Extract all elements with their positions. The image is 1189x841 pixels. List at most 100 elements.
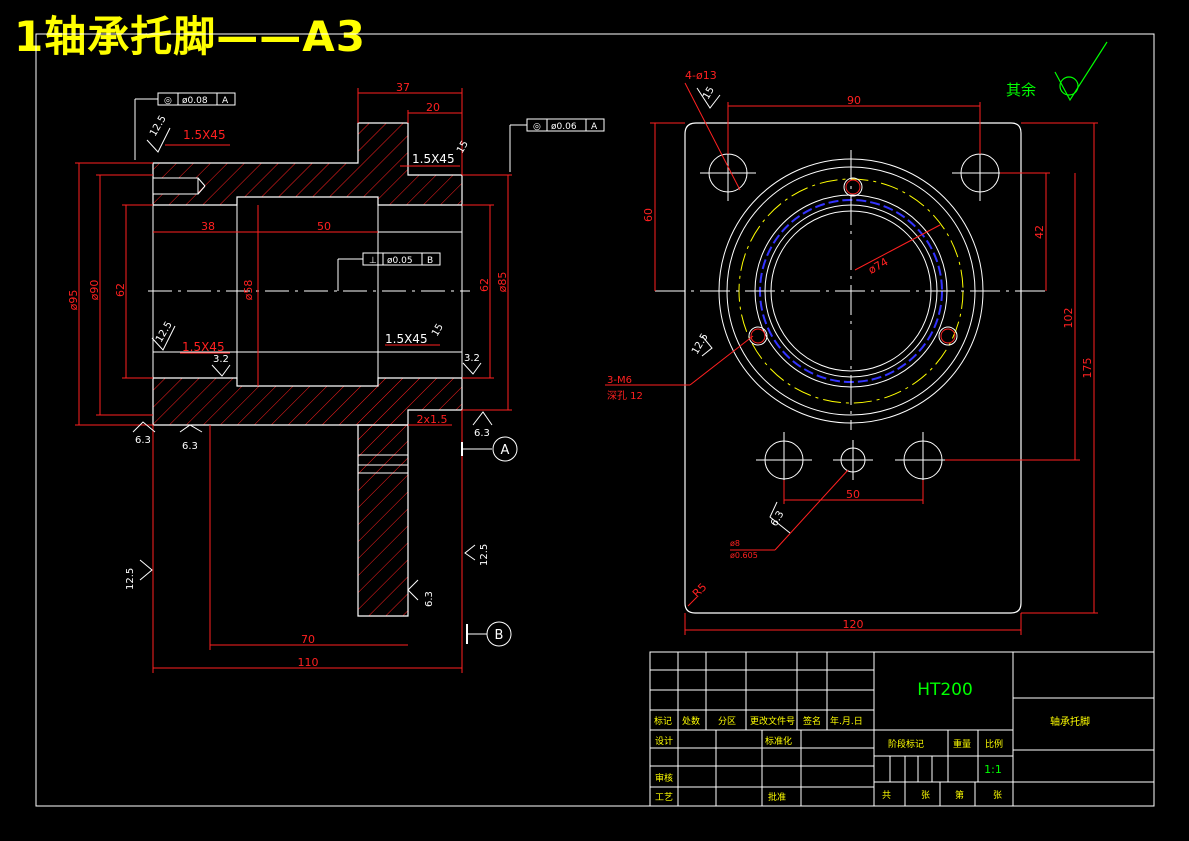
threaded-hole-top-inner [845, 179, 861, 195]
dim-50-front: 50 [846, 488, 860, 501]
foot-plate [357, 424, 409, 617]
angle-15-b: 15 [430, 322, 446, 339]
section-dimensions [75, 88, 512, 673]
sheet-total-label: 共 [882, 790, 891, 801]
section-view [148, 122, 470, 617]
datum-a-label: A [501, 443, 510, 458]
threaded-hole-right-inner [940, 328, 956, 344]
dim-pin-1: ø8 [730, 539, 740, 548]
dim-thread-depth: 深孔 12 [607, 390, 643, 402]
dim-110: 110 [298, 656, 319, 669]
dim-120: 120 [843, 618, 864, 631]
title-row-label-2: 分区 [718, 716, 736, 727]
tol-3-symbol: ⊥ [369, 256, 377, 266]
roughness-symbols [132, 127, 493, 601]
datum-b-label: B [495, 628, 504, 643]
tol-2-datum: A [591, 122, 598, 132]
roughness-6-3-d: 6.3 [424, 591, 435, 607]
base-plate [684, 122, 1022, 614]
chamfer-label-3: 1.5X45 [182, 340, 225, 354]
dim-102: 102 [1062, 308, 1075, 329]
pin-hole [833, 440, 873, 480]
tol-3-datum: B [427, 256, 433, 266]
mounting-hole-bl [756, 432, 812, 488]
dim-175: 175 [1081, 358, 1094, 379]
title-row-label-5: 年.月.日 [830, 715, 863, 727]
part-name-label: 轴承托脚 [1050, 715, 1090, 728]
mounting-hole-tl [700, 145, 756, 201]
dim-holes-4: 4-ø13 [685, 69, 717, 82]
title-block-text: HT200 轴承托脚 标记 处数 分区 更改文件号 签名 年.月.日 设计 标准… [654, 680, 1090, 803]
standardize-label: 标准化 [765, 735, 792, 747]
screw-hole-tip [197, 177, 206, 187]
approve-label: 批准 [768, 791, 786, 803]
process-label: 工艺 [655, 792, 673, 803]
roughness-12-5-a: 12.5 [148, 114, 169, 139]
dim-dia-58: ø58 [242, 280, 255, 301]
roughness-3-2-b: 3.2 [464, 353, 480, 364]
roughness-6-3-c: 6.3 [474, 428, 490, 439]
roughness-6-3-a: 6.3 [135, 435, 151, 446]
scale-value: 1:1 [984, 763, 1002, 776]
roughness-12-5-c: 12.5 [125, 568, 136, 590]
sheet-no-label: 第 [955, 789, 964, 801]
roughness-12-5-front: 12.5 [690, 332, 711, 357]
sheet-border [35, 33, 1155, 807]
weight-label: 重量 [953, 738, 971, 750]
dim-pin-2: ø0.605 [730, 551, 758, 560]
dim-37: 37 [396, 81, 410, 94]
threaded-hole-right [938, 326, 958, 346]
design-label: 设计 [655, 735, 673, 747]
front-dimensions [605, 82, 1098, 635]
general-roughness-note: 其余 [1006, 41, 1108, 102]
angle-15-a: 15 [455, 139, 471, 156]
sheet-no-unit-label: 张 [993, 790, 1002, 801]
sheet-label: 张 [921, 790, 930, 801]
chamfer-label-4: 1.5X45 [385, 332, 428, 346]
dim-dia-74: ø74 [866, 255, 890, 277]
tol-1-value: ø0.08 [182, 96, 208, 106]
dim-dia-85: ø85 [496, 272, 509, 293]
chamfer-label-1: 1.5X45 [183, 128, 226, 142]
dim-r5: R5 [690, 581, 710, 601]
title-row-label-0: 标记 [654, 715, 672, 727]
roughness-note-text: 其余 [1006, 81, 1036, 99]
roughness-12-5-d: 12.5 [479, 544, 490, 566]
tolerance-frame-1: ◎ ø0.08 A [134, 92, 236, 160]
dim-62-left: 62 [114, 283, 127, 297]
dim-90: 90 [847, 94, 861, 107]
dim-2x1-5: 2x1.5 [416, 413, 447, 426]
roughness-15: 15 [701, 85, 717, 102]
material-label: HT200 [917, 680, 973, 700]
tol-2-symbol: ◎ [533, 122, 541, 132]
front-roughness [696, 87, 791, 534]
dim-38: 38 [201, 220, 215, 233]
dim-50: 50 [317, 220, 331, 233]
dim-62-right: 62 [478, 278, 491, 292]
datum-b-marker: B [466, 621, 512, 647]
title-block [649, 651, 1155, 807]
dim-70: 70 [301, 633, 315, 646]
tol-1-symbol: ◎ [164, 96, 172, 106]
tolerance-frame-3: ⊥ ø0.05 B [337, 252, 441, 291]
tolerance-frame-2: ◎ ø0.06 A [509, 118, 605, 172]
dim-dia-90: ø90 [88, 280, 101, 301]
review-label: 审核 [655, 772, 673, 784]
dim-thread-1: 3-M6 [607, 375, 632, 386]
screw-hole [152, 177, 199, 195]
dim-60: 60 [642, 208, 655, 222]
screw-hole-tip-2 [197, 185, 206, 195]
threaded-hole-left [748, 326, 768, 346]
roughness-6-3-front: 6.3 [769, 509, 786, 528]
dim-42: 42 [1033, 225, 1046, 239]
dim-dia-95: ø95 [67, 290, 80, 311]
datum-a-marker: A [461, 436, 518, 462]
threaded-hole-top [843, 177, 863, 197]
title-row-label-1: 处数 [682, 715, 700, 727]
dim-20: 20 [426, 101, 440, 114]
ratio-label: 比例 [985, 738, 1003, 750]
mounting-hole-br [895, 432, 951, 488]
drawing-title: 1轴承托脚——A3 [14, 12, 366, 61]
front-view [655, 122, 1050, 614]
threaded-hole-left-inner [750, 328, 766, 344]
